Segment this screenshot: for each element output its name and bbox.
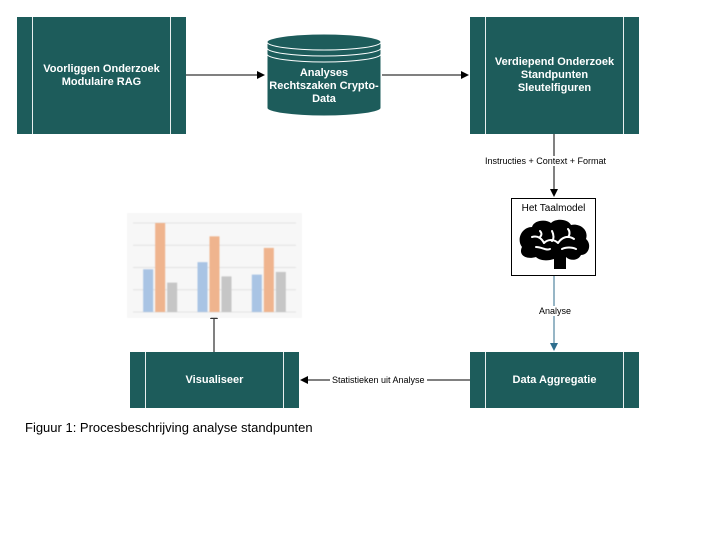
node-taalmodel: Het Taalmodel: [511, 198, 596, 276]
chart-bar: [221, 276, 232, 312]
node-verdiepend-onderzoek: Verdiepend Onderzoek Standpunten Sleutel…: [470, 17, 639, 134]
node-voorliggen-onderzoek: Voorliggen Onderzoek Modulaire RAG: [17, 17, 186, 134]
node-data-aggregatie: Data Aggregatie: [470, 352, 639, 408]
chart-bar: [263, 247, 274, 312]
figure-caption: Figuur 1: Procesbeschrijving analyse sta…: [25, 420, 313, 435]
brain-icon: [519, 219, 590, 269]
taalmodel-title: Het Taalmodel: [521, 203, 586, 214]
chart-bar: [275, 271, 286, 312]
chart-thumbnail: [127, 213, 302, 318]
chart-bar: [155, 223, 166, 312]
edge-label-instructies: Instructies + Context + Format: [483, 156, 609, 166]
database-label: Analyses Rechtszaken Crypto- Data: [269, 67, 379, 105]
database-cylinder-icon: [266, 33, 382, 117]
chart-bar: [143, 269, 154, 312]
chart-bar: [197, 262, 208, 312]
edge-label-analyse: Analyse: [537, 306, 574, 316]
chart-bar: [167, 282, 178, 312]
chart-bar: [251, 274, 262, 312]
chart-bar: [209, 236, 220, 312]
edge-label-statistieken: Statistieken uit Analyse: [330, 375, 427, 385]
database-analyses-rechtszaken: Analyses Rechtszaken Crypto- Data: [266, 33, 382, 117]
node-visualiseer: Visualiseer: [130, 352, 299, 408]
